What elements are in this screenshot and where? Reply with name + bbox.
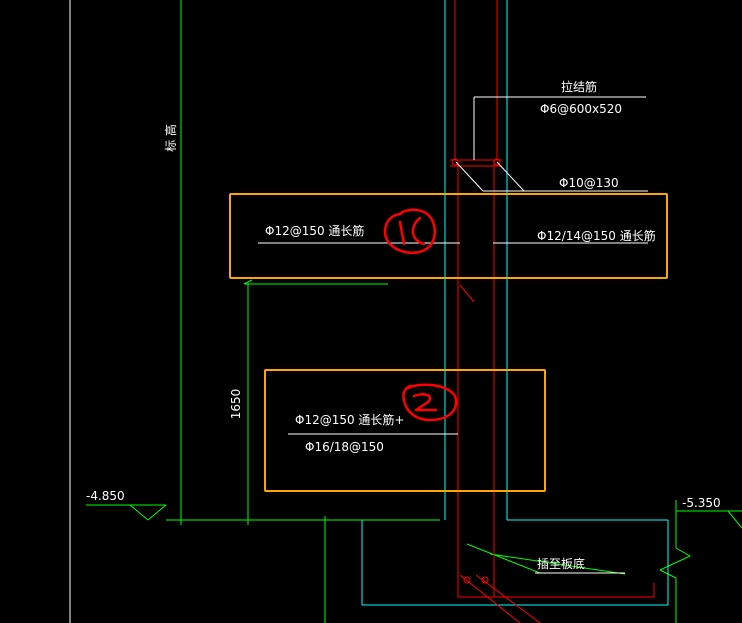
highlight-box-upper (229, 193, 668, 279)
stirrup-spec: Φ10@130 (559, 176, 619, 190)
vertical-label: 标 高 (163, 124, 178, 152)
tie-bar-title: 拉结筋 (561, 79, 597, 94)
tie-bar-spec: Φ6@600x520 (540, 102, 622, 116)
upper-right-rebar-label: Φ12/14@150 通长筋 (537, 228, 656, 243)
upper-left-rebar-label: Φ12@150 通长筋 (265, 223, 364, 238)
elevation-right: -5.350 (682, 496, 721, 510)
anchor-note: 插至板底 (537, 556, 585, 571)
white-leader-lines (258, 96, 648, 574)
rebar-dot (451, 158, 459, 166)
rebar-dot (481, 576, 489, 584)
handwritten-annotation-2 (402, 383, 458, 422)
lower-bottom-rebar-label: Φ16/18@150 (305, 440, 384, 454)
handwritten-annotation-1 (383, 208, 437, 254)
rebar-dot (463, 576, 471, 584)
red-rebar-lines (450, 0, 655, 623)
highlight-box-lower (264, 369, 546, 492)
dimension-1650: 1650 (229, 389, 243, 420)
cyan-wall-lines (361, 0, 669, 606)
rebar-dot (493, 158, 501, 166)
elevation-left: -4.850 (86, 489, 125, 503)
lower-top-rebar-label: Φ12@150 通长筋+ (295, 412, 405, 427)
green-lines (86, 0, 742, 623)
